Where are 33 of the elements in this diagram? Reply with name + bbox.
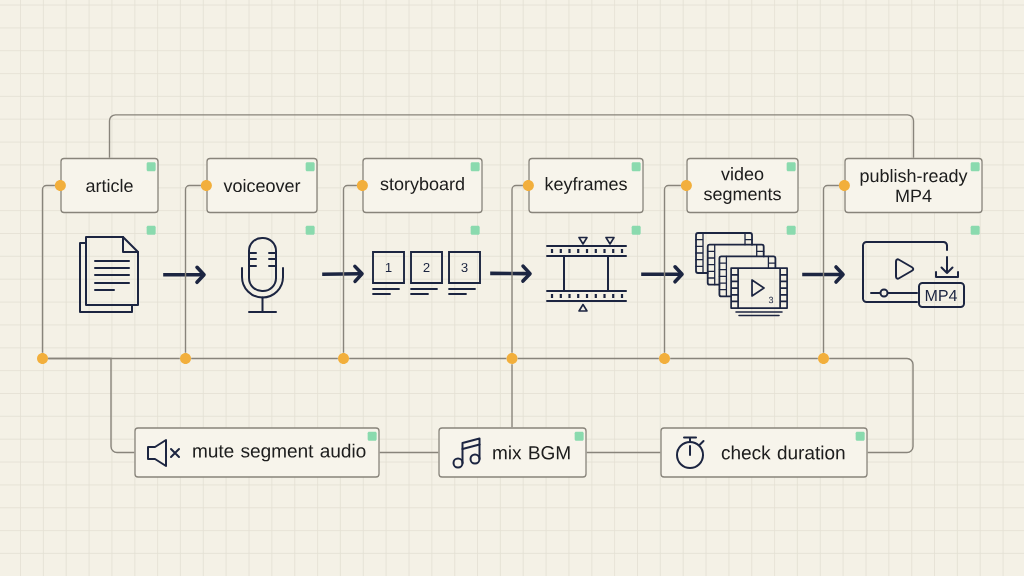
stage-box: video segments [680,157,799,214]
connector-line [348,357,507,360]
connector-line [511,363,513,429]
connector-line [184,184,202,354]
stage-box: storyboard [356,157,483,214]
connector-line [669,357,819,360]
connector-line [585,451,662,454]
connector-line [108,114,915,159]
connector-line [828,357,914,454]
task-box: mix BGM [438,427,587,478]
task-box: mute segment audio [134,427,380,478]
stage-box: publish-ready MP4 [838,157,983,214]
stage-box: voiceover [200,157,318,214]
stage-box: keyframes [522,157,644,214]
connector-line [41,184,56,354]
task-box: check duration [660,427,868,478]
connector-line [342,184,358,354]
arrow [163,265,206,285]
connector-line [190,357,339,360]
connector-line [663,184,682,354]
arrow [802,265,845,284]
connector-line [47,357,136,454]
connector-line [822,184,840,354]
arrow [322,264,364,284]
connector-line [511,184,524,354]
document-icon [79,236,139,313]
stage-box: article [54,157,159,214]
microphone-icon [241,237,284,313]
connector-line [378,451,440,454]
film-strip-icon [546,236,627,312]
arrow [490,264,532,283]
connector-line [517,357,660,360]
arrow [641,265,684,284]
